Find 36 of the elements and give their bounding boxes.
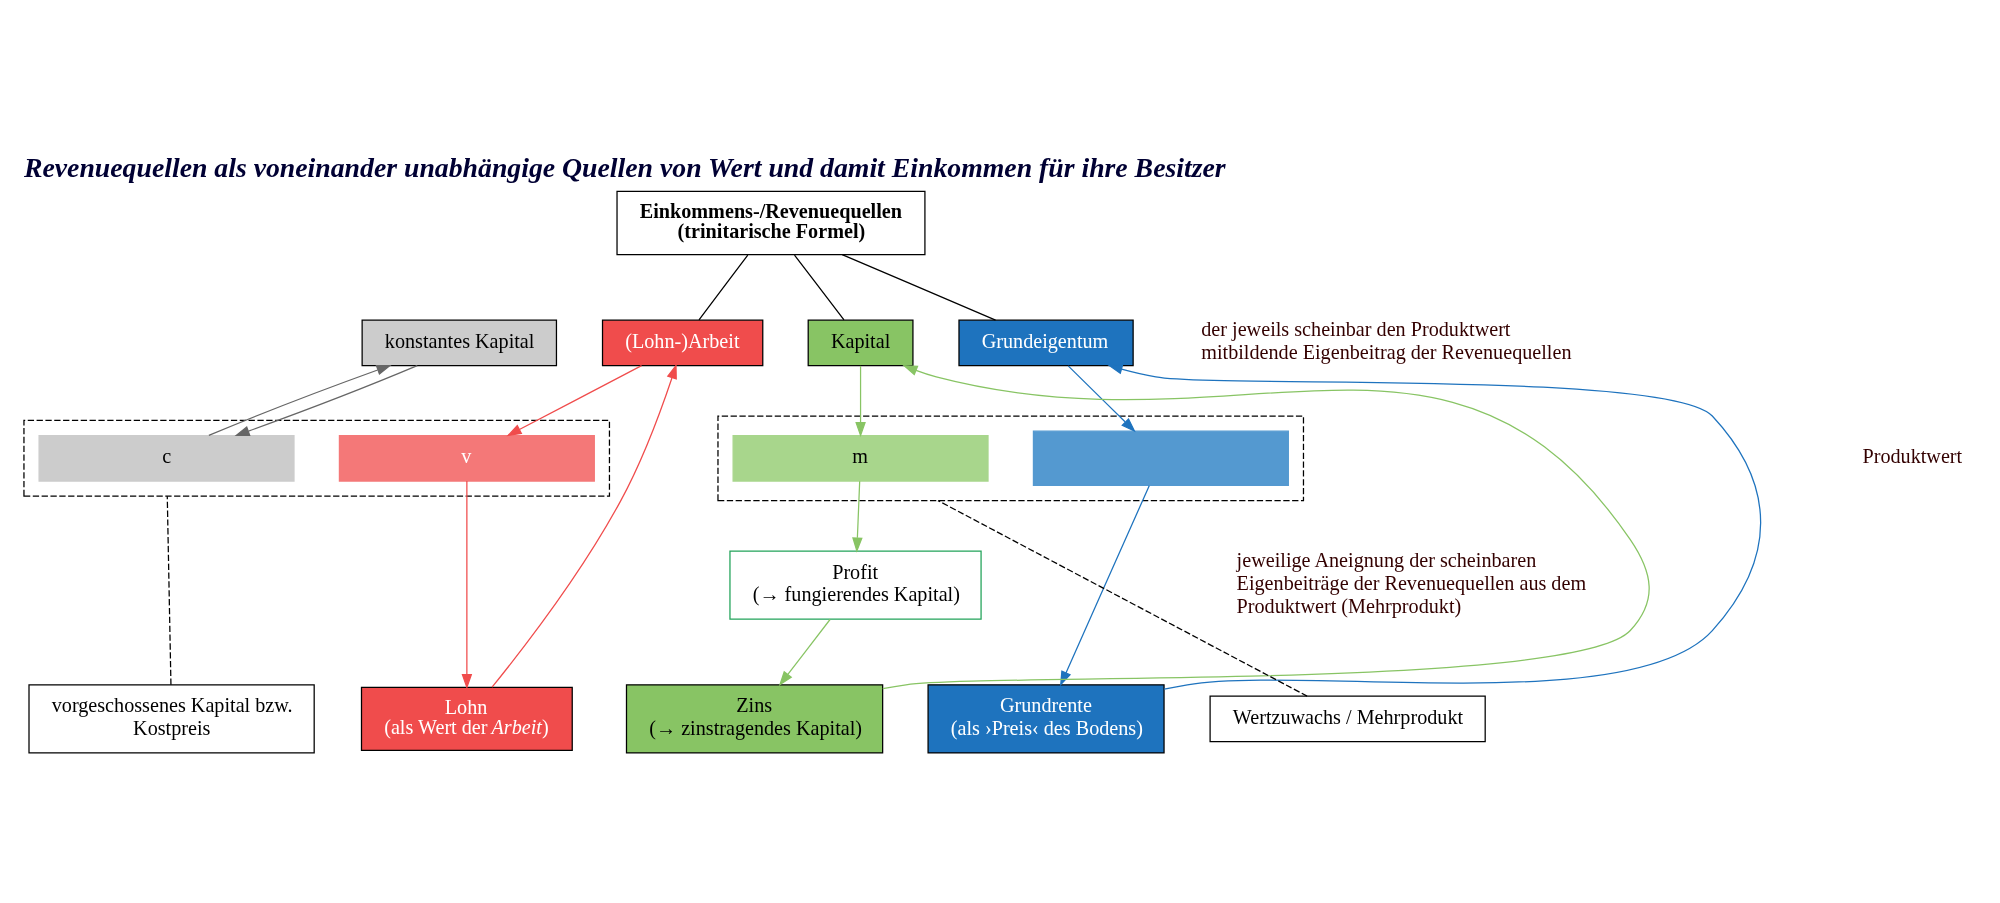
node-box: Einkommens-/Revenuequellen (trinitarische Formel) xyxy=(616,190,926,255)
label: der jeweils scheinbar den Produktwert mitbildende Eigenbeitrag der Revenuequellen xyxy=(1201,317,1572,363)
arrow xyxy=(461,480,473,689)
arrow xyxy=(1107,363,1762,690)
node-box: v xyxy=(338,434,595,482)
node-box: c xyxy=(38,434,295,482)
node-box: m xyxy=(732,434,989,482)
connector xyxy=(841,253,997,321)
connector xyxy=(698,253,749,320)
node-box: Zins (→ zinstragendes Kapital) xyxy=(625,683,884,754)
arrow xyxy=(855,364,866,437)
node-box: Grundeigentum xyxy=(958,319,1134,366)
arrow xyxy=(234,364,418,436)
label: jeweilige Aneignung der scheinbaren Eigenbeiträge der Revenuequellen aus dem Produktwert (Mehrprodukt) xyxy=(1236,548,1587,617)
node-box: Profit (→ fungierendes Kapital) xyxy=(729,549,982,620)
connector xyxy=(166,495,172,685)
node-box: konstantes Kapital xyxy=(361,319,558,366)
arrow xyxy=(1067,364,1136,432)
node-box: Kapital xyxy=(807,319,914,366)
label: Produktwert xyxy=(1862,444,1963,467)
arrow xyxy=(852,480,863,553)
arrow xyxy=(778,618,831,686)
arrow xyxy=(506,364,643,436)
node-box: Grundrente (als ›Preis‹ des Bodens) xyxy=(927,683,1165,754)
arrow xyxy=(882,364,1650,689)
arrow xyxy=(208,364,392,436)
node-box: vorgeschossenes Kapital bzw. Kostpreis xyxy=(28,683,315,754)
node-box: (Lohn-)Arbeit xyxy=(601,319,764,366)
diagram-title: Revenuequellen als voneinander unabhängige Quellen von Wert und damit Einkommen für ihre Besitzer xyxy=(23,151,1226,183)
node-box: Wertzuwachs / Mehrprodukt xyxy=(1209,695,1486,742)
connector xyxy=(793,253,845,320)
cluster xyxy=(23,419,611,497)
connector xyxy=(937,499,1308,697)
node-bar xyxy=(1032,430,1289,486)
arrow xyxy=(1060,484,1150,686)
arrow xyxy=(491,363,677,688)
